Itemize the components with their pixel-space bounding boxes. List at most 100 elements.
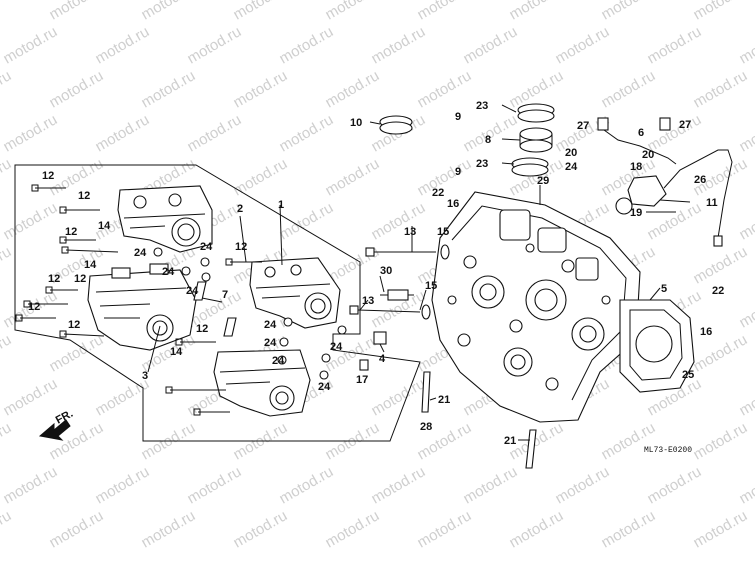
callout-1: 1	[278, 199, 284, 211]
spark-plug	[380, 289, 414, 301]
watermark-text: motod.ru	[276, 463, 336, 507]
watermark-text: motod.ru	[0, 155, 14, 199]
watermark-text: motod.ru	[0, 67, 14, 111]
watermark-text: motod.ru	[46, 0, 106, 23]
intake-clamp-top	[517, 103, 555, 123]
watermark-text: motod.ru	[598, 419, 658, 463]
watermark-text: motod.ru	[184, 111, 244, 155]
callout-24-i: 24	[318, 381, 331, 393]
callout-12-f: 12	[28, 301, 40, 313]
watermark-text: motod.ru	[690, 0, 750, 23]
watermark-text: motod.ru	[460, 23, 520, 67]
callout-labels: 1 2 3 4 5 6 7 8 9 9 10 11 12 12 12 12 12…	[28, 100, 724, 447]
callout-12-b: 12	[78, 190, 90, 202]
callout-20-a: 20	[565, 147, 577, 159]
callout-12-h: 12	[235, 241, 247, 253]
watermark-text: motod.ru	[690, 243, 750, 287]
watermark-text: motod.ru	[736, 23, 755, 67]
callout-15-upper: 15	[437, 226, 449, 238]
callout-23-lower: 23	[476, 158, 488, 170]
watermark-text: motod.ru	[0, 111, 60, 155]
callout-22-a: 22	[432, 187, 444, 199]
callout-21-a: 21	[438, 394, 450, 406]
watermark-text: motod.ru	[0, 199, 60, 243]
callout-25: 25	[682, 369, 694, 381]
camshaft-holder-lower	[213, 349, 311, 417]
watermark-text: motod.ru	[644, 463, 704, 507]
watermark-text: motod.ru	[92, 111, 152, 155]
callout-9-upper: 9	[455, 111, 461, 123]
camshaft-holder-upper	[117, 185, 213, 253]
watermark-text: motod.ru	[506, 507, 566, 551]
callout-20-b: 20	[642, 149, 654, 161]
callout-12-e: 12	[74, 273, 86, 285]
watermark-text: motod.ru	[368, 199, 428, 243]
callout-26: 26	[694, 174, 706, 186]
watermark-text: motod.ru	[460, 463, 520, 507]
callout-28: 28	[420, 421, 432, 433]
bolt-group	[15, 184, 262, 416]
callout-12-i: 12	[196, 323, 208, 335]
watermark-text: motod.ru	[46, 155, 106, 199]
callout-12-d: 12	[48, 273, 60, 285]
watermark-text: motod.ru	[46, 419, 106, 463]
callout-17: 17	[356, 374, 368, 386]
callout-15-lower: 15	[425, 280, 437, 292]
callout-27-b: 27	[679, 119, 691, 131]
callout-14-c: 14	[170, 346, 183, 358]
callout-13-lower: 13	[362, 295, 374, 307]
camshaft-holder-middle	[249, 257, 341, 329]
clamp-10	[379, 115, 413, 135]
callout-14-a: 14	[98, 220, 111, 232]
watermark-text: motod.ru	[552, 463, 612, 507]
watermark-text: motod.ru	[0, 375, 60, 419]
dowel-pin	[193, 281, 237, 337]
watermark-text: motod.ru	[736, 287, 755, 331]
watermark-text: motod.ru	[644, 23, 704, 67]
watermark-text: motod.ru	[46, 67, 106, 111]
callout-9-lower: 9	[455, 166, 461, 178]
callout-10: 10	[350, 117, 362, 129]
front-direction-label: FR.	[54, 408, 75, 427]
watermark-text: motod.ru	[276, 111, 336, 155]
watermark-text: motod.ru	[736, 375, 755, 419]
callout-14-b: 14	[84, 259, 97, 271]
watermark-text: motod.ru	[736, 111, 755, 155]
watermark-text: motod.ru	[552, 23, 612, 67]
callout-13-upper: 13	[404, 226, 416, 238]
watermark-text: motod.ru	[414, 507, 474, 551]
callout-12-c: 12	[65, 226, 77, 238]
intake-joint	[519, 127, 553, 153]
callout-6: 6	[638, 127, 644, 139]
watermark-text: motod.ru	[368, 375, 428, 419]
callout-12-a: 12	[42, 170, 54, 182]
callout-24-e: 24	[264, 319, 277, 331]
camshaft-holder-left	[87, 263, 197, 351]
watermark-text: motod.ru	[690, 67, 750, 111]
watermark-text: motod.ru	[138, 507, 198, 551]
watermark-text: motod.ru	[598, 0, 658, 23]
watermark-text: motod.ru	[322, 331, 382, 375]
watermark-text: motod.ru	[598, 67, 658, 111]
callout-24-d: 24	[186, 285, 199, 297]
diagram-code: ML73-E0200	[644, 446, 692, 455]
callout-4: 4	[379, 353, 386, 365]
watermark-text: motod.ru	[138, 67, 198, 111]
watermark-text: motod.ru	[322, 155, 382, 199]
callout-23-upper: 23	[476, 100, 488, 112]
callout-5: 5	[661, 283, 667, 295]
head-bolt	[349, 247, 436, 315]
watermark-text: motod.ru	[230, 67, 290, 111]
cylinder-head	[431, 191, 641, 423]
watermark-text: motod.ru	[368, 463, 428, 507]
watermark-text: motod.ru	[414, 0, 474, 23]
head-washer	[421, 244, 450, 320]
watermark-text: motod.ru	[92, 463, 152, 507]
callout-19: 19	[630, 207, 642, 219]
washer-group	[153, 247, 347, 380]
watermark-text: motod.ru	[0, 23, 60, 67]
watermark-text: motod.ru	[0, 243, 14, 287]
watermark-text: motod.ru	[414, 155, 474, 199]
callout-11: 11	[706, 197, 718, 209]
